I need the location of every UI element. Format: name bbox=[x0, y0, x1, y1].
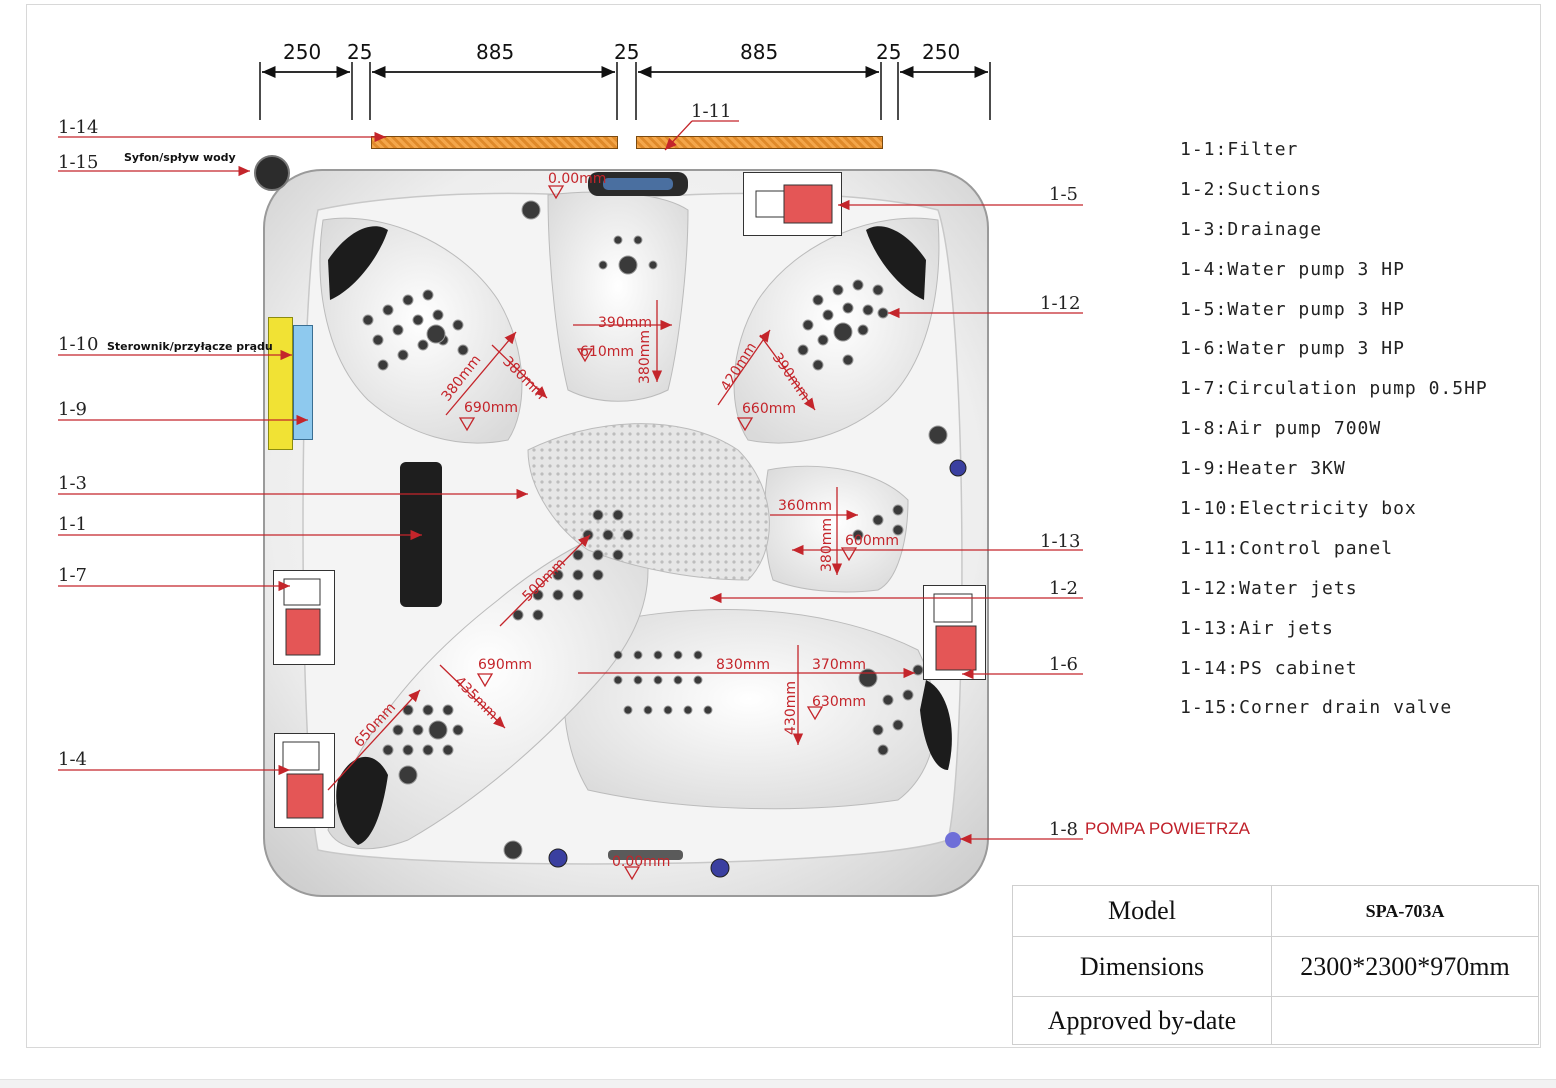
dim-250-left: 250 bbox=[283, 40, 322, 64]
measure-390-top: 390mm bbox=[598, 315, 652, 331]
spec-table: Model SPA-703A Dimensions 2300*2300*970m… bbox=[1012, 885, 1539, 1045]
callout-1-5: 1-5 bbox=[1049, 184, 1078, 205]
measure-500: 500mm bbox=[520, 555, 569, 604]
level-bottom: 0.00mm bbox=[612, 854, 670, 870]
water-pump-1-6 bbox=[923, 585, 986, 680]
measure-360: 360mm bbox=[778, 498, 832, 514]
spa-tub-drawing bbox=[263, 169, 989, 897]
callout-1-6: 1-6 bbox=[1049, 654, 1078, 675]
spec-row-model: Model SPA-703A bbox=[1012, 885, 1539, 937]
level-top: 0.00mm bbox=[548, 171, 606, 187]
dim-25-b: 25 bbox=[614, 40, 640, 64]
dim-250-right: 250 bbox=[922, 40, 961, 64]
legend-item: 1-14:PS cabinet bbox=[1180, 657, 1358, 679]
approved-label: Approved by-date bbox=[1012, 996, 1272, 1045]
ps-cabinet-strip-left bbox=[371, 136, 618, 149]
callout-1-10-note: Sterownik/przyłącze prądu bbox=[107, 340, 273, 353]
legend-item: 1-12:Water jets bbox=[1180, 577, 1358, 599]
legend-item: 1-10:Electricity box bbox=[1180, 498, 1417, 520]
measure-435: 435mm bbox=[451, 674, 500, 723]
dim-885-left: 885 bbox=[476, 40, 515, 64]
legend-item: 1-4:Water pump 3 HP bbox=[1180, 258, 1405, 280]
callout-1-15: 1-15 bbox=[58, 152, 99, 173]
measure-690-left: 690mm bbox=[464, 400, 518, 416]
measure-430: 430mm bbox=[783, 681, 799, 735]
corner-drain-valve bbox=[254, 155, 290, 191]
measure-370: 370mm bbox=[812, 657, 866, 673]
legend-item: 1-1:Filter bbox=[1180, 139, 1299, 160]
measure-420: 420mm bbox=[718, 340, 760, 394]
bottom-rule bbox=[0, 1079, 1556, 1088]
measure-630: 630mm bbox=[812, 694, 866, 710]
dimensions-value: 2300*2300*970mm bbox=[1271, 936, 1539, 997]
legend-item: 1-13:Air jets bbox=[1180, 617, 1334, 639]
legend-item: 1-9:Heater 3KW bbox=[1180, 458, 1346, 480]
measure-380-right: 380mm bbox=[819, 518, 835, 572]
callout-1-11: 1-11 bbox=[691, 101, 732, 122]
callout-1-1: 1-1 bbox=[58, 514, 87, 535]
callout-1-8-note: POMPA POWIETRZA bbox=[1085, 819, 1250, 838]
callout-1-3: 1-3 bbox=[58, 473, 87, 494]
dim-885-right: 885 bbox=[740, 40, 779, 64]
heater bbox=[293, 325, 313, 440]
callout-1-9: 1-9 bbox=[58, 399, 87, 420]
dim-25-c: 25 bbox=[876, 40, 902, 64]
callout-1-8: 1-8 bbox=[1049, 819, 1078, 840]
callout-1-13: 1-13 bbox=[1040, 531, 1081, 552]
legend-item: 1-11:Control panel bbox=[1180, 537, 1394, 559]
electricity-box bbox=[268, 317, 293, 450]
legend-item: 1-2:Suctions bbox=[1180, 178, 1323, 200]
measure-690-lower: 690mm bbox=[478, 657, 532, 673]
model-value: SPA-703A bbox=[1271, 885, 1539, 937]
measure-830: 830mm bbox=[716, 657, 770, 673]
measure-380-top: 380mm bbox=[637, 330, 653, 384]
callout-1-4: 1-4 bbox=[58, 749, 87, 770]
water-pump-1-4 bbox=[274, 733, 335, 828]
spec-row-dimensions: Dimensions 2300*2300*970mm bbox=[1012, 936, 1539, 997]
legend-item: 1-5:Water pump 3 HP bbox=[1180, 298, 1405, 320]
component-legend: 1-1:Filter 1-2:Suctions 1-3:Drainage 1-4… bbox=[1180, 138, 1488, 736]
model-label: Model bbox=[1012, 885, 1272, 937]
measure-380-left-b: 380mm bbox=[499, 354, 548, 403]
legend-item: 1-3:Drainage bbox=[1180, 218, 1323, 240]
water-pump-1-5 bbox=[743, 172, 842, 236]
legend-item: 1-15:Corner drain valve bbox=[1180, 697, 1453, 719]
dim-25-a: 25 bbox=[347, 40, 373, 64]
callout-1-2: 1-2 bbox=[1049, 578, 1078, 599]
callout-1-12: 1-12 bbox=[1040, 293, 1081, 314]
callout-1-10: 1-10 bbox=[58, 334, 99, 355]
approved-value bbox=[1271, 996, 1539, 1045]
callout-1-14: 1-14 bbox=[58, 117, 99, 138]
callout-1-7: 1-7 bbox=[58, 565, 87, 586]
dimensions-label: Dimensions bbox=[1012, 936, 1272, 997]
callout-1-15-note: Syfon/spływ wody bbox=[124, 151, 236, 164]
measure-390-right: 390mm bbox=[769, 350, 813, 403]
measure-600: 600mm bbox=[845, 533, 899, 549]
measure-610: 610mm bbox=[580, 344, 634, 360]
legend-item: 1-8:Air pump 700W bbox=[1180, 418, 1382, 440]
legend-item: 1-6:Water pump 3 HP bbox=[1180, 338, 1405, 360]
ps-cabinet-strip-right bbox=[636, 136, 883, 149]
legend-item: 1-7:Circulation pump 0.5HP bbox=[1180, 378, 1488, 400]
measure-660: 660mm bbox=[742, 401, 796, 417]
drawing-frame bbox=[26, 4, 1541, 1048]
spec-row-approved: Approved by-date bbox=[1012, 996, 1539, 1045]
measure-650: 650mm bbox=[351, 700, 399, 751]
